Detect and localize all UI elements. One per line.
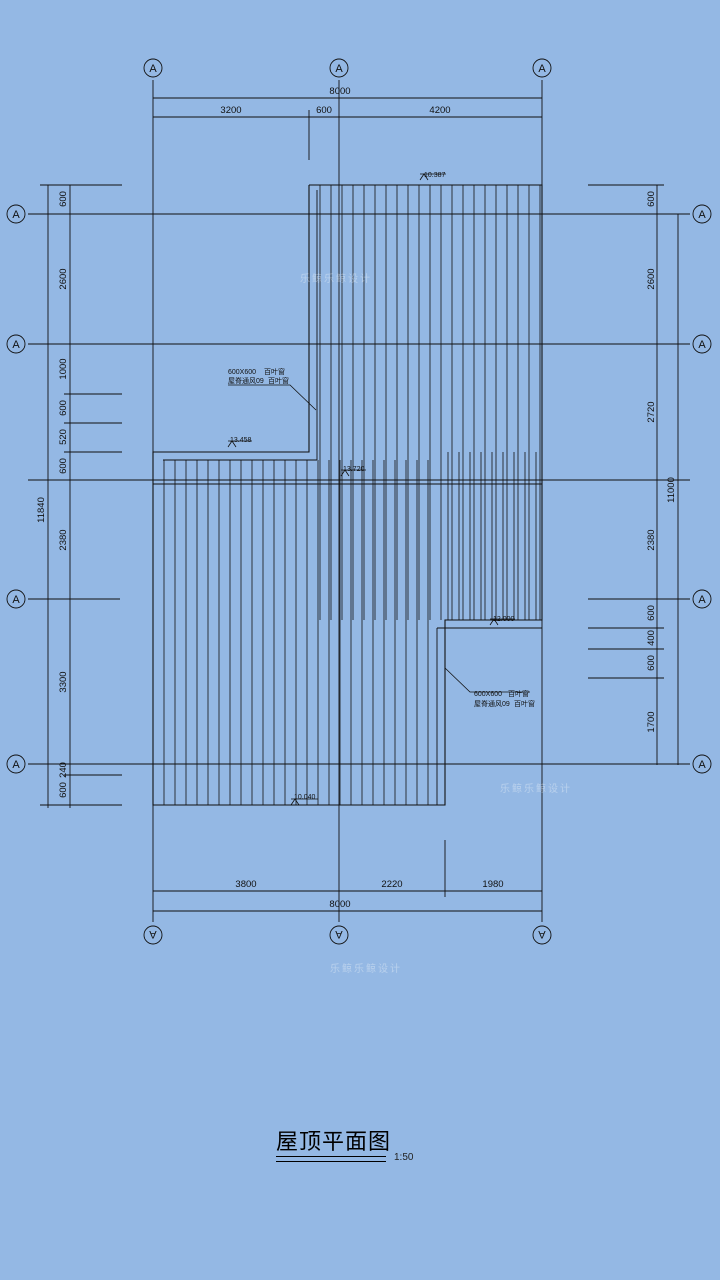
left-dim: 2600	[58, 268, 69, 289]
top-total-dim: 8000	[329, 86, 350, 97]
drawing-scale: 1:50	[394, 1152, 414, 1163]
right-dim: 2720	[646, 401, 657, 422]
louver-note-1-type: 百叶窗	[264, 367, 285, 376]
axis-bubbles: A A A A A A A A A A A A A A	[6, 58, 712, 945]
axis-bubble: A	[6, 589, 26, 609]
bottom-dim-1: 3800	[235, 879, 256, 890]
elevation-1: 10.387	[424, 172, 446, 179]
axis-label: A	[149, 928, 157, 940]
axis-label: A	[335, 63, 343, 75]
watermark-2: 乐鲸乐鲸设计	[500, 784, 572, 795]
watermark-3: 乐鲸乐鲸设计	[330, 964, 402, 975]
top-dim-1: 3200	[220, 105, 241, 116]
left-dim: 520	[58, 429, 69, 445]
axis-label: A	[698, 209, 706, 221]
left-dim: 2380	[58, 529, 69, 550]
axis-bubble: A	[6, 204, 26, 224]
roof-tile-lines	[163, 185, 541, 805]
axis-label: A	[12, 594, 20, 606]
elevation-2: 13.458	[230, 437, 252, 444]
right-dim: 1700	[646, 711, 657, 732]
axis-label: A	[12, 759, 20, 771]
top-dim-2: 600	[316, 105, 332, 116]
bottom-dim-2: 2220	[381, 879, 402, 890]
axis-bubble: A	[692, 334, 712, 354]
axis-label: A	[12, 339, 20, 351]
axis-label: A	[335, 928, 343, 940]
axis-bubble: A	[532, 925, 552, 945]
left-dim: 600	[58, 458, 69, 474]
axis-bubble: A	[6, 334, 26, 354]
axis-label: A	[149, 63, 157, 75]
axis-label: A	[698, 339, 706, 351]
left-dim: 1000	[58, 358, 69, 379]
bottom-dim-3: 1980	[482, 879, 503, 890]
axis-bubble: A	[6, 754, 26, 774]
left-total-dim: 11840	[36, 497, 47, 523]
elevation-4: 12.000	[493, 616, 515, 623]
title-underline	[276, 1156, 386, 1157]
roof-outline	[152, 184, 543, 806]
louver-note-2-type2: 百叶窗	[514, 699, 535, 708]
axis-bubble: A	[692, 754, 712, 774]
axis-bubble: A	[143, 58, 163, 78]
louver-note-1-vent: 屋脊通风09	[228, 376, 264, 385]
axis-bubble: A	[692, 589, 712, 609]
right-dim: 600	[646, 605, 657, 621]
left-dim: 3300	[58, 671, 69, 692]
louver-note-2-size: 600X600	[474, 691, 502, 698]
louver-note-1-type2: 百叶窗	[268, 376, 289, 385]
left-dim: 600	[58, 400, 69, 416]
axis-label: A	[538, 63, 546, 75]
title-underline-thin	[276, 1161, 386, 1162]
right-dim: 600	[646, 191, 657, 207]
elevation-3: 13.720	[343, 466, 365, 473]
louver-note-1-size: 600X600	[228, 369, 256, 376]
right-total-dim: 11000	[666, 477, 677, 503]
louver-note-2-type: 百叶窗	[508, 689, 529, 698]
right-dim: 600	[646, 655, 657, 671]
axis-label: A	[698, 594, 706, 606]
axis-label: A	[12, 209, 20, 221]
left-dim: 600	[58, 782, 69, 798]
louver-note-2-vent: 屋脊通风09	[474, 699, 510, 708]
axis-bubble: A	[329, 925, 349, 945]
axis-bubble: A	[532, 58, 552, 78]
left-dim: 600	[58, 191, 69, 207]
right-dim: 400	[646, 630, 657, 646]
axis-bubble: A	[143, 925, 163, 945]
axis-bubble: A	[692, 204, 712, 224]
drawing-title: 屋顶平面图	[276, 1130, 392, 1155]
roof-plan-drawing: A A A A A A A A A A A A A A 8000 3200 600 4200 3800 2…	[6, 58, 712, 945]
bottom-total-dim: 8000	[329, 899, 350, 910]
right-dim: 2380	[646, 529, 657, 550]
axis-label: A	[698, 759, 706, 771]
top-dim-3: 4200	[429, 105, 450, 116]
axis-label: A	[538, 928, 546, 940]
watermark-1: 乐鲸乐鲸设计	[300, 274, 372, 285]
elevation-5: 10.040	[294, 794, 316, 801]
axis-bubble: A	[329, 58, 349, 78]
right-dim: 2600	[646, 268, 657, 289]
left-dim: 240	[58, 762, 69, 778]
